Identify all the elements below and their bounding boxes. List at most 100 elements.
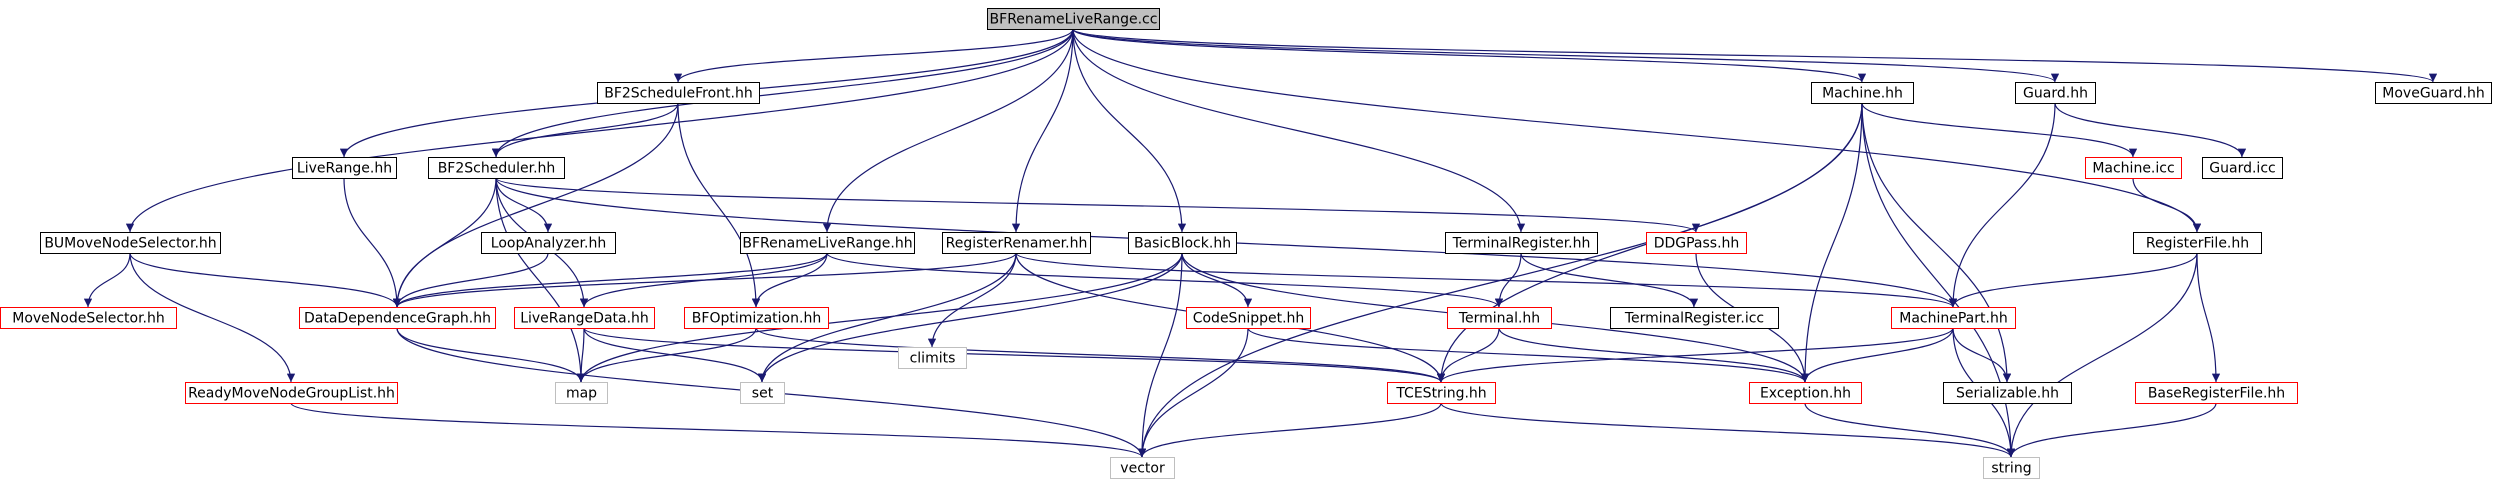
node-machine-icc[interactable]: Machine.icc (2085, 157, 2182, 179)
node-tcestring-hh[interactable]: TCEString.hh (1387, 382, 1496, 404)
node-set: set (740, 382, 785, 404)
node-guard-icc[interactable]: Guard.icc (2202, 157, 2283, 179)
node-box (942, 232, 1091, 254)
node-movenodeselector-hh[interactable]: MoveNodeSelector.hh (0, 307, 177, 329)
edge-lrdata-to-map (576, 327, 586, 383)
edge-bblock-to-map (576, 252, 1183, 383)
node-bf2schedulefront-hh[interactable]: BF2ScheduleFront.hh (597, 82, 760, 104)
node-registerfile-hh[interactable]: RegisterFile.hh (2133, 232, 2262, 254)
edge-termreg-to-terminal (1494, 252, 1522, 308)
node-box (597, 82, 760, 104)
node-machine-hh[interactable]: Machine.hh (1811, 82, 1914, 104)
node-box (514, 307, 655, 329)
node-label: LiveRangeData.hh (520, 311, 649, 327)
node-label: Guard.hh (2023, 86, 2088, 102)
edge-root-to-moveguard (1072, 28, 2437, 83)
node-serializable-hh[interactable]: Serializable.hh (1943, 382, 2072, 404)
node-exception-hh[interactable]: Exception.hh (1749, 382, 1862, 404)
node-box (299, 307, 496, 329)
node-basicblock-hh[interactable]: BasicBlock.hh (1128, 232, 1237, 254)
node-box (1610, 307, 1779, 329)
node-ddgpass-hh[interactable]: DDGPass.hh (1646, 232, 1747, 254)
edge-bf2sf-to-bfopt (677, 102, 761, 308)
node-label: Machine.icc (2092, 161, 2174, 177)
node-box (1943, 382, 2072, 404)
edge-bf2sched-to-map (495, 177, 586, 383)
node-box (1110, 457, 1175, 479)
edge-bumove-to-movenodesel (83, 252, 131, 308)
edge-bf2sched-to-loopan (495, 177, 553, 233)
edge-bumove-to-ddg (129, 252, 402, 308)
node-bumovenodeselector-hh[interactable]: BUMoveNodeSelector.hh (40, 232, 221, 254)
edge-machine-to-exception (1800, 102, 1863, 383)
node-readymovenodegrouplist-hh[interactable]: ReadyMoveNodeGroupList.hh (185, 382, 398, 404)
edge-regfile-to-string (2006, 252, 2198, 458)
edge-regren-to-machpart (1015, 252, 1957, 308)
node-label: LiveRange.hh (297, 161, 392, 177)
node-box (2133, 232, 2262, 254)
node-label: set (752, 386, 774, 402)
edge-bf2sched-to-ddg (392, 177, 497, 308)
edge-regren-to-set (757, 252, 1017, 383)
edge-regren-to-ddg (392, 252, 1017, 308)
edge-machine-to-machineicc (1861, 102, 2138, 158)
edge-termreg-to-termregicc (1520, 252, 1699, 308)
node-box (2085, 157, 2182, 179)
node-box (185, 382, 398, 404)
edge-layer (83, 28, 2437, 458)
edge-ddg-to-map (396, 327, 586, 383)
node-liverange-hh[interactable]: LiveRange.hh (292, 157, 397, 179)
edge-bfrlrh-to-bfopt (751, 252, 828, 308)
node-box (2202, 157, 2283, 179)
node-loopanalyzer-hh[interactable]: LoopAnalyzer.hh (481, 232, 616, 254)
node-label: BF2ScheduleFront.hh (604, 86, 753, 102)
node-string: string (1983, 457, 2040, 479)
node-label: ReadyMoveNodeGroupList.hh (188, 386, 395, 402)
node-codesnippet-hh[interactable]: CodeSnippet.hh (1186, 307, 1311, 329)
node-terminalregister-hh[interactable]: TerminalRegister.hh (1445, 232, 1598, 254)
node-bfoptimization-hh[interactable]: BFOptimization.hh (684, 307, 829, 329)
node-climits: climits (898, 347, 967, 369)
node-bfrenameliverange-cc: BFRenameLiveRange.cc (987, 8, 1160, 30)
edge-root-to-machine (1072, 28, 1866, 83)
node-label: MoveGuard.hh (2382, 86, 2484, 102)
node-datadependencegraph-hh[interactable]: DataDependenceGraph.hh (299, 307, 496, 329)
node-label: DDGPass.hh (1654, 236, 1740, 252)
node-label: TCEString.hh (1395, 386, 1486, 402)
edge-bf2sf-to-ddg (392, 102, 679, 308)
node-moveguard-hh[interactable]: MoveGuard.hh (2375, 82, 2492, 104)
node-guard-hh[interactable]: Guard.hh (2015, 82, 2096, 104)
edge-bblock-to-set (757, 252, 1183, 383)
node-box (1128, 232, 1237, 254)
edge-terminal-to-tcestring (1436, 327, 1500, 383)
node-box (1186, 307, 1311, 329)
edge-liverange-to-ddg (343, 177, 402, 308)
node-liverangedata-hh[interactable]: LiveRangeData.hh (514, 307, 655, 329)
node-box (1749, 382, 1862, 404)
node-bf2scheduler-hh[interactable]: BF2Scheduler.hh (428, 157, 565, 179)
node-baseregisterfile-hh[interactable]: BaseRegisterFile.hh (2135, 382, 2298, 404)
node-registerrenamer-hh[interactable]: RegisterRenamer.hh (942, 232, 1091, 254)
edge-guard-to-machpart (1948, 102, 2056, 308)
node-label: Guard.icc (2209, 161, 2275, 177)
edge-bfrlrh-to-terminal (826, 252, 1504, 308)
edge-bf2sf-to-bf2sched (491, 102, 679, 158)
edge-codesnip-to-exception (1247, 327, 1810, 383)
node-box (740, 382, 785, 404)
edge-root-to-bfrlrh (822, 28, 1074, 233)
node-terminalregister-icc[interactable]: TerminalRegister.icc (1610, 307, 1779, 329)
edge-lrdata-to-tcestring (583, 327, 1445, 383)
edge-baseregfile-to-string (2006, 402, 2217, 458)
edge-root-to-bumove (125, 28, 1074, 233)
node-terminal-hh[interactable]: Terminal.hh (1447, 307, 1552, 329)
node-box (1646, 232, 1747, 254)
node-label: BF2Scheduler.hh (438, 161, 556, 177)
edge-bumove-to-readymove (129, 252, 296, 383)
edge-bblock-to-vector (1137, 252, 1183, 458)
node-box (40, 232, 221, 254)
node-map: map (555, 382, 608, 404)
node-bfrenameliverange-hh[interactable]: BFRenameLiveRange.hh (740, 232, 915, 254)
node-machinepart-hh[interactable]: MachinePart.hh (1891, 307, 2016, 329)
edge-root-to-bf2sf (673, 28, 1074, 83)
edge-machineicc-to-regfile (2132, 177, 2202, 233)
